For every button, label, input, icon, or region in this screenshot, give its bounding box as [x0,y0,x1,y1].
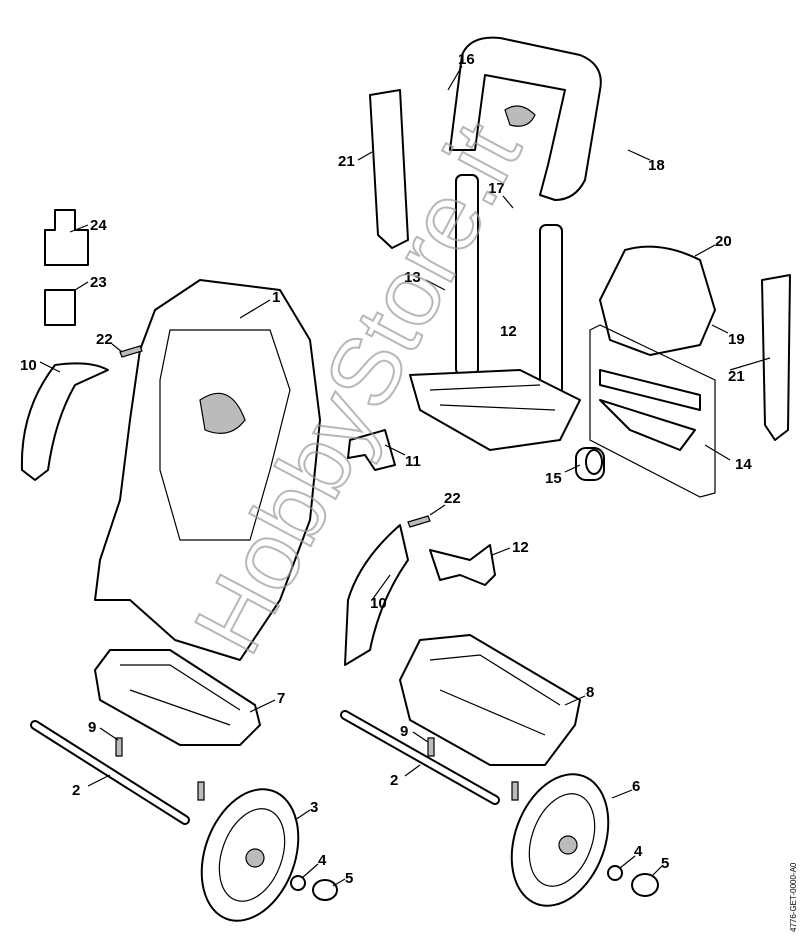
drawing-code: 4776-GET-0000-A0 [789,862,798,932]
callout: 12 [512,539,529,556]
part-base-8 [399,634,581,766]
part-washer-4-right [607,865,623,881]
callout: 1 [272,289,280,306]
callout: 18 [648,157,665,174]
callout: 13 [404,269,421,286]
callout: 8 [586,684,594,701]
part-kit-box [589,324,716,498]
callout: 7 [277,690,285,707]
callout-labels: 16 21 18 17 24 23 1 13 20 19 22 10 12 21… [20,51,752,887]
part-handle [449,36,602,201]
callout: 10 [370,595,387,612]
part-label-24 [44,209,89,266]
part-washer-4-left [290,875,306,891]
callout: 5 [661,855,669,872]
callout: 10 [20,357,37,374]
callout: 17 [488,180,505,197]
part-cap-15 [575,447,605,481]
callout: 4 [318,852,327,869]
part-base-7 [94,649,261,746]
screw-left-lower [197,781,205,801]
leader-lines [39,65,771,887]
callout: 24 [90,217,107,234]
part-holder-12 [429,544,496,586]
part-cover-right [761,274,791,441]
part-cover-left [369,89,409,249]
callout: 19 [728,331,745,348]
part-clip-11 [347,429,396,471]
part-housing [94,279,321,661]
screw-22-right [407,515,431,528]
callout: 12 [500,323,517,340]
callout: 14 [735,456,752,473]
callout: 2 [390,772,398,789]
callout: 5 [345,870,353,887]
part-hubcap-5-left [312,879,338,901]
part-axle-right-inner [342,712,498,803]
part-side-panel-left [20,362,109,481]
callout: 21 [338,153,355,170]
callout: 22 [444,490,461,507]
screw-9-left [115,737,123,757]
part-axle-left-inner [32,722,188,823]
part-label-23 [44,289,76,326]
callout: 11 [405,453,421,470]
part-wheel-right [510,773,610,907]
part-frame-tubes [409,174,581,451]
screw-22-left [119,345,143,358]
part-hubcap-5-right [631,873,659,897]
callout: 3 [310,799,318,816]
callout: 22 [96,331,113,348]
callout: 21 [728,368,745,385]
callout: 20 [715,233,732,250]
callout: 23 [90,274,107,291]
callout: 16 [458,51,475,68]
part-bracket [599,245,716,356]
callout: 9 [88,719,96,736]
callout: 2 [72,782,80,799]
callout: 6 [632,778,640,795]
screw-right-lower [511,781,519,801]
callout: 15 [545,470,562,487]
screw-9-right [427,737,435,757]
callout: 4 [634,843,643,860]
callout: 9 [400,723,408,740]
part-side-panel-right [344,524,409,666]
part-wheel-left [200,788,300,922]
